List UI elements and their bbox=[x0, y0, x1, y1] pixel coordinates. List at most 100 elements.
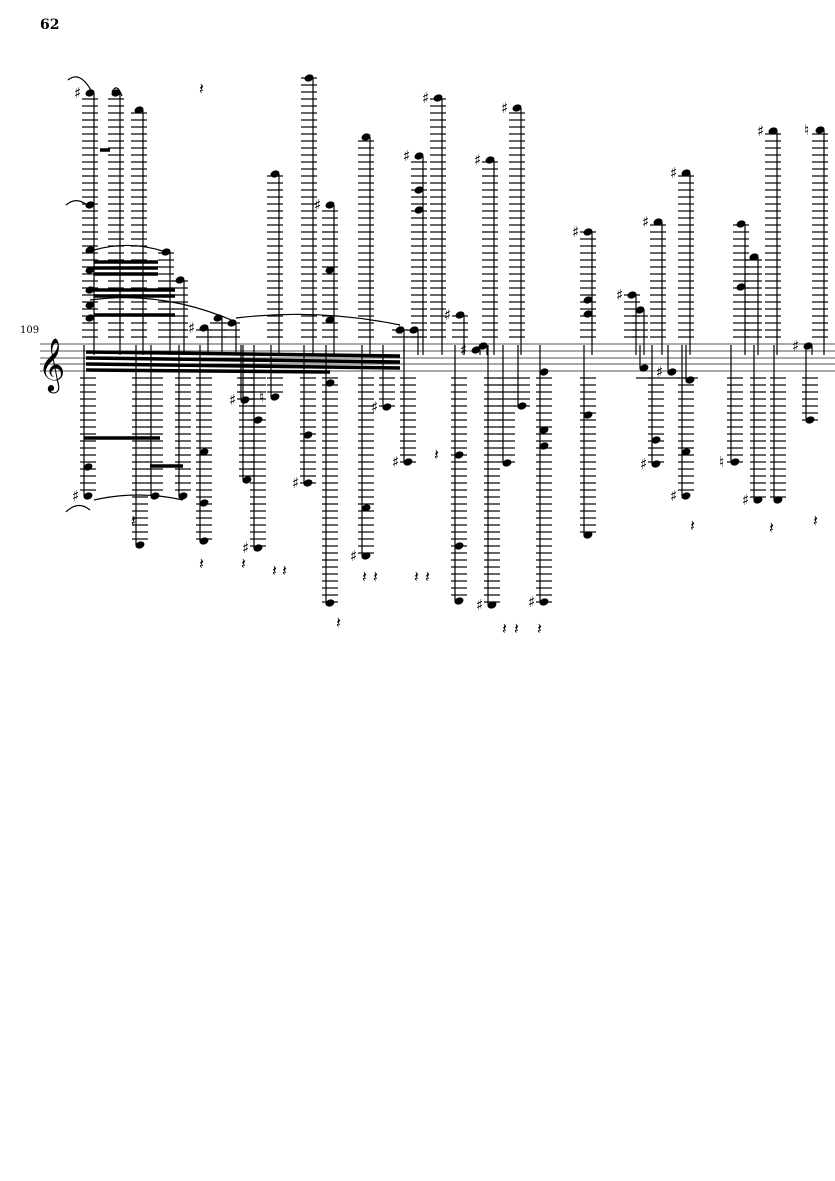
tie bbox=[93, 494, 184, 501]
sharp-icon: ♯ bbox=[422, 89, 429, 107]
rests: 𝄽𝄽𝄽𝄽𝄽𝄽𝄽𝄽𝄽𝄽𝄽𝄽𝄽𝄽𝄽𝄽𝄽𝄽 bbox=[131, 79, 818, 638]
quarter-rest-icon: 𝄽 bbox=[373, 567, 378, 586]
tie bbox=[65, 504, 91, 513]
notehead bbox=[361, 552, 371, 560]
notehead bbox=[485, 156, 495, 164]
sharp-icon: ♯ bbox=[371, 398, 378, 416]
notehead bbox=[414, 152, 424, 160]
notehead bbox=[455, 311, 465, 319]
quarter-rest-icon: 𝄽 bbox=[769, 518, 774, 537]
sharp-icon: ♯ bbox=[528, 593, 535, 611]
notehead bbox=[270, 393, 280, 401]
sharp-icon: ♯ bbox=[444, 306, 451, 324]
beam bbox=[85, 368, 331, 374]
tie bbox=[235, 313, 401, 326]
notehead bbox=[304, 74, 314, 82]
sharp-icon: ♯ bbox=[72, 487, 79, 505]
notehead bbox=[539, 368, 549, 376]
quarter-rest-icon: 𝄽 bbox=[813, 511, 818, 530]
notehead bbox=[583, 411, 593, 419]
notehead bbox=[773, 496, 783, 504]
quarter-rest-icon: 𝄽 bbox=[502, 619, 507, 638]
notehead bbox=[433, 94, 443, 102]
quarter-rest-icon: 𝄽 bbox=[199, 554, 204, 573]
notehead bbox=[583, 228, 593, 236]
notehead bbox=[681, 492, 691, 500]
natural-icon: ♮ bbox=[398, 321, 403, 339]
quarter-rest-icon: 𝄽 bbox=[282, 561, 287, 580]
treble-clef-icon: 𝄞 bbox=[38, 337, 65, 393]
notehead bbox=[199, 448, 209, 456]
notehead bbox=[517, 402, 527, 410]
notehead bbox=[583, 531, 593, 539]
quarter-rest-icon: 𝄽 bbox=[362, 567, 367, 586]
notehead bbox=[681, 448, 691, 456]
tie bbox=[65, 200, 91, 209]
sharp-icon: ♯ bbox=[188, 319, 195, 337]
notehead bbox=[270, 170, 280, 178]
sharp-icon: ♯ bbox=[74, 84, 81, 102]
notehead bbox=[478, 342, 488, 350]
notehead bbox=[253, 544, 263, 552]
notehead bbox=[303, 431, 313, 439]
quarter-rest-icon: 𝄽 bbox=[690, 516, 695, 535]
notehead bbox=[454, 451, 464, 459]
notehead bbox=[539, 426, 549, 434]
quarter-rest-icon: 𝄽 bbox=[537, 619, 542, 638]
notehead bbox=[85, 201, 95, 209]
notehead bbox=[85, 314, 95, 322]
notehead bbox=[382, 403, 392, 411]
sharp-icon: ♯ bbox=[476, 596, 483, 614]
tie bbox=[111, 87, 123, 97]
notehead bbox=[583, 296, 593, 304]
notehead bbox=[175, 276, 185, 284]
sharp-icon: ♯ bbox=[460, 341, 467, 359]
page-number: 62 bbox=[40, 17, 60, 33]
sharp-icon: ♯ bbox=[640, 455, 647, 473]
notehead bbox=[667, 368, 677, 376]
notehead bbox=[653, 218, 663, 226]
quarter-rest-icon: 𝄽 bbox=[425, 567, 430, 586]
notehead bbox=[161, 248, 171, 256]
sharp-icon: ♯ bbox=[501, 99, 508, 117]
notehead bbox=[253, 416, 263, 424]
notehead bbox=[361, 133, 371, 141]
notehead bbox=[685, 376, 695, 384]
notehead bbox=[85, 246, 95, 254]
sharp-icon: ♯ bbox=[616, 286, 623, 304]
notehead bbox=[240, 396, 250, 404]
notehead bbox=[199, 499, 209, 507]
notehead bbox=[361, 504, 371, 512]
sharp-icon: ♯ bbox=[757, 122, 764, 140]
sharp-icon: ♯ bbox=[403, 147, 410, 165]
notehead bbox=[325, 316, 335, 324]
notehead bbox=[325, 379, 335, 387]
quarter-rest-icon: 𝄽 bbox=[514, 619, 519, 638]
sharp-icon: ♯ bbox=[670, 164, 677, 182]
notehead bbox=[487, 601, 497, 609]
quarter-rest-icon: 𝄽 bbox=[434, 445, 439, 464]
notehead bbox=[199, 537, 209, 545]
sharp-icon: ♯ bbox=[656, 363, 663, 381]
quarter-rest-icon: 𝄽 bbox=[199, 79, 204, 98]
sharp-icon: ♯ bbox=[314, 196, 321, 214]
tie bbox=[67, 76, 93, 93]
natural-icon: ♮ bbox=[259, 388, 264, 406]
notehead bbox=[85, 286, 95, 294]
sharp-icon: ♯ bbox=[392, 453, 399, 471]
notehead bbox=[768, 127, 778, 135]
sharp-icon: ♯ bbox=[792, 337, 799, 355]
notehead bbox=[730, 458, 740, 466]
sharp-icon: ♯ bbox=[229, 391, 236, 409]
natural-icon: ♮ bbox=[804, 121, 809, 139]
notehead bbox=[178, 492, 188, 500]
sharp-icon: ♯ bbox=[742, 491, 749, 509]
notehead bbox=[635, 306, 645, 314]
notehead bbox=[325, 266, 335, 274]
notehead bbox=[736, 283, 746, 291]
sharp-icon: ♯ bbox=[292, 474, 299, 492]
notehead bbox=[242, 476, 252, 484]
quarter-rest-icon: 𝄽 bbox=[241, 554, 246, 573]
measure-number: 109 bbox=[20, 325, 40, 336]
quarter-rest-icon: 𝄽 bbox=[414, 567, 419, 586]
